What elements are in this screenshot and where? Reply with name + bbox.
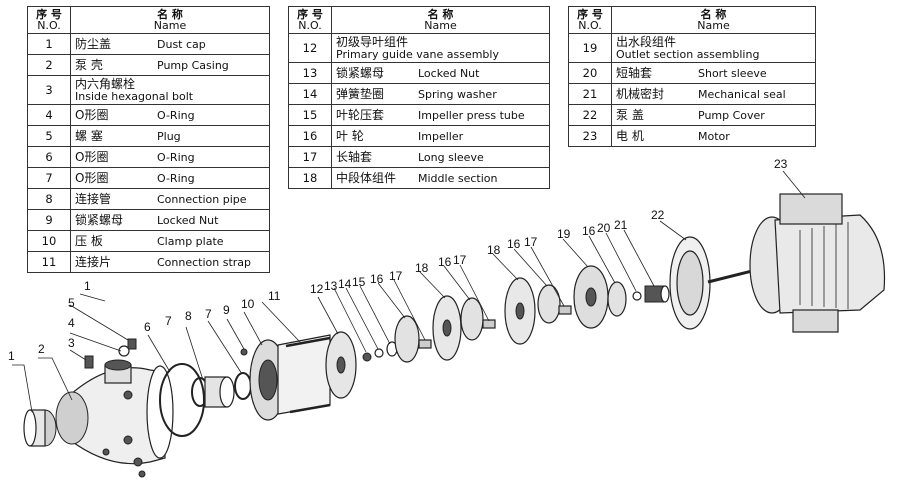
outlet-section-part: [573, 265, 609, 329]
callout-14: 14: [338, 277, 352, 291]
callout-3: 3: [68, 336, 75, 350]
callout-11: 11: [268, 289, 281, 303]
small-hardware: [84, 338, 146, 478]
callout-16: 16: [370, 272, 384, 286]
pump-cover-part: [669, 236, 711, 330]
callout-22: 22: [651, 208, 665, 222]
callout-2: 2: [38, 342, 45, 356]
callout-23: 23: [774, 157, 788, 171]
callout-1b: 1: [84, 279, 91, 293]
motor-part: [707, 193, 886, 333]
callout-12: 12: [310, 282, 324, 296]
callout-7: 7: [165, 314, 172, 328]
callout-16b: 16: [438, 255, 452, 269]
callout-13: 13: [324, 279, 338, 293]
pump-casing-part: [55, 359, 174, 465]
callout-15: 15: [352, 275, 366, 289]
clamp-plate-part: [249, 334, 331, 421]
callout-19: 19: [557, 227, 571, 241]
impeller-stage-2: [460, 277, 536, 345]
callout-1: 1: [8, 349, 15, 363]
callout-17b: 17: [453, 253, 467, 267]
callout-21: 21: [614, 218, 628, 232]
callout-7b: 7: [205, 307, 212, 321]
callout-10: 10: [241, 297, 255, 311]
callout-17c: 17: [524, 235, 538, 249]
callout-8: 8: [185, 309, 192, 323]
callout-9: 9: [223, 303, 230, 317]
impeller-stage-3: [537, 284, 572, 324]
callout-5: 5: [68, 296, 75, 310]
callout-labels: 1 2 3 4 5 1 6 7 8 7 9 10 11 12 13 14 15 …: [8, 157, 788, 363]
callout-16c: 16: [507, 237, 521, 251]
callout-17: 17: [389, 269, 403, 283]
primary-guide-vane-part: [325, 331, 357, 399]
callout-18b: 18: [487, 243, 501, 257]
o-rings-and-pipe: [159, 348, 252, 437]
impeller-stage-1: [394, 295, 462, 363]
callout-20: 20: [597, 221, 611, 235]
seal-and-sleeve: [607, 281, 670, 317]
callout-4: 4: [68, 316, 75, 330]
callout-16d: 16: [582, 224, 596, 238]
callout-6: 6: [144, 320, 151, 334]
callout-18: 18: [415, 261, 429, 275]
leader-lines: [12, 170, 806, 413]
dust-cap-part: [23, 409, 57, 447]
nut-washer-tube: [362, 341, 398, 362]
